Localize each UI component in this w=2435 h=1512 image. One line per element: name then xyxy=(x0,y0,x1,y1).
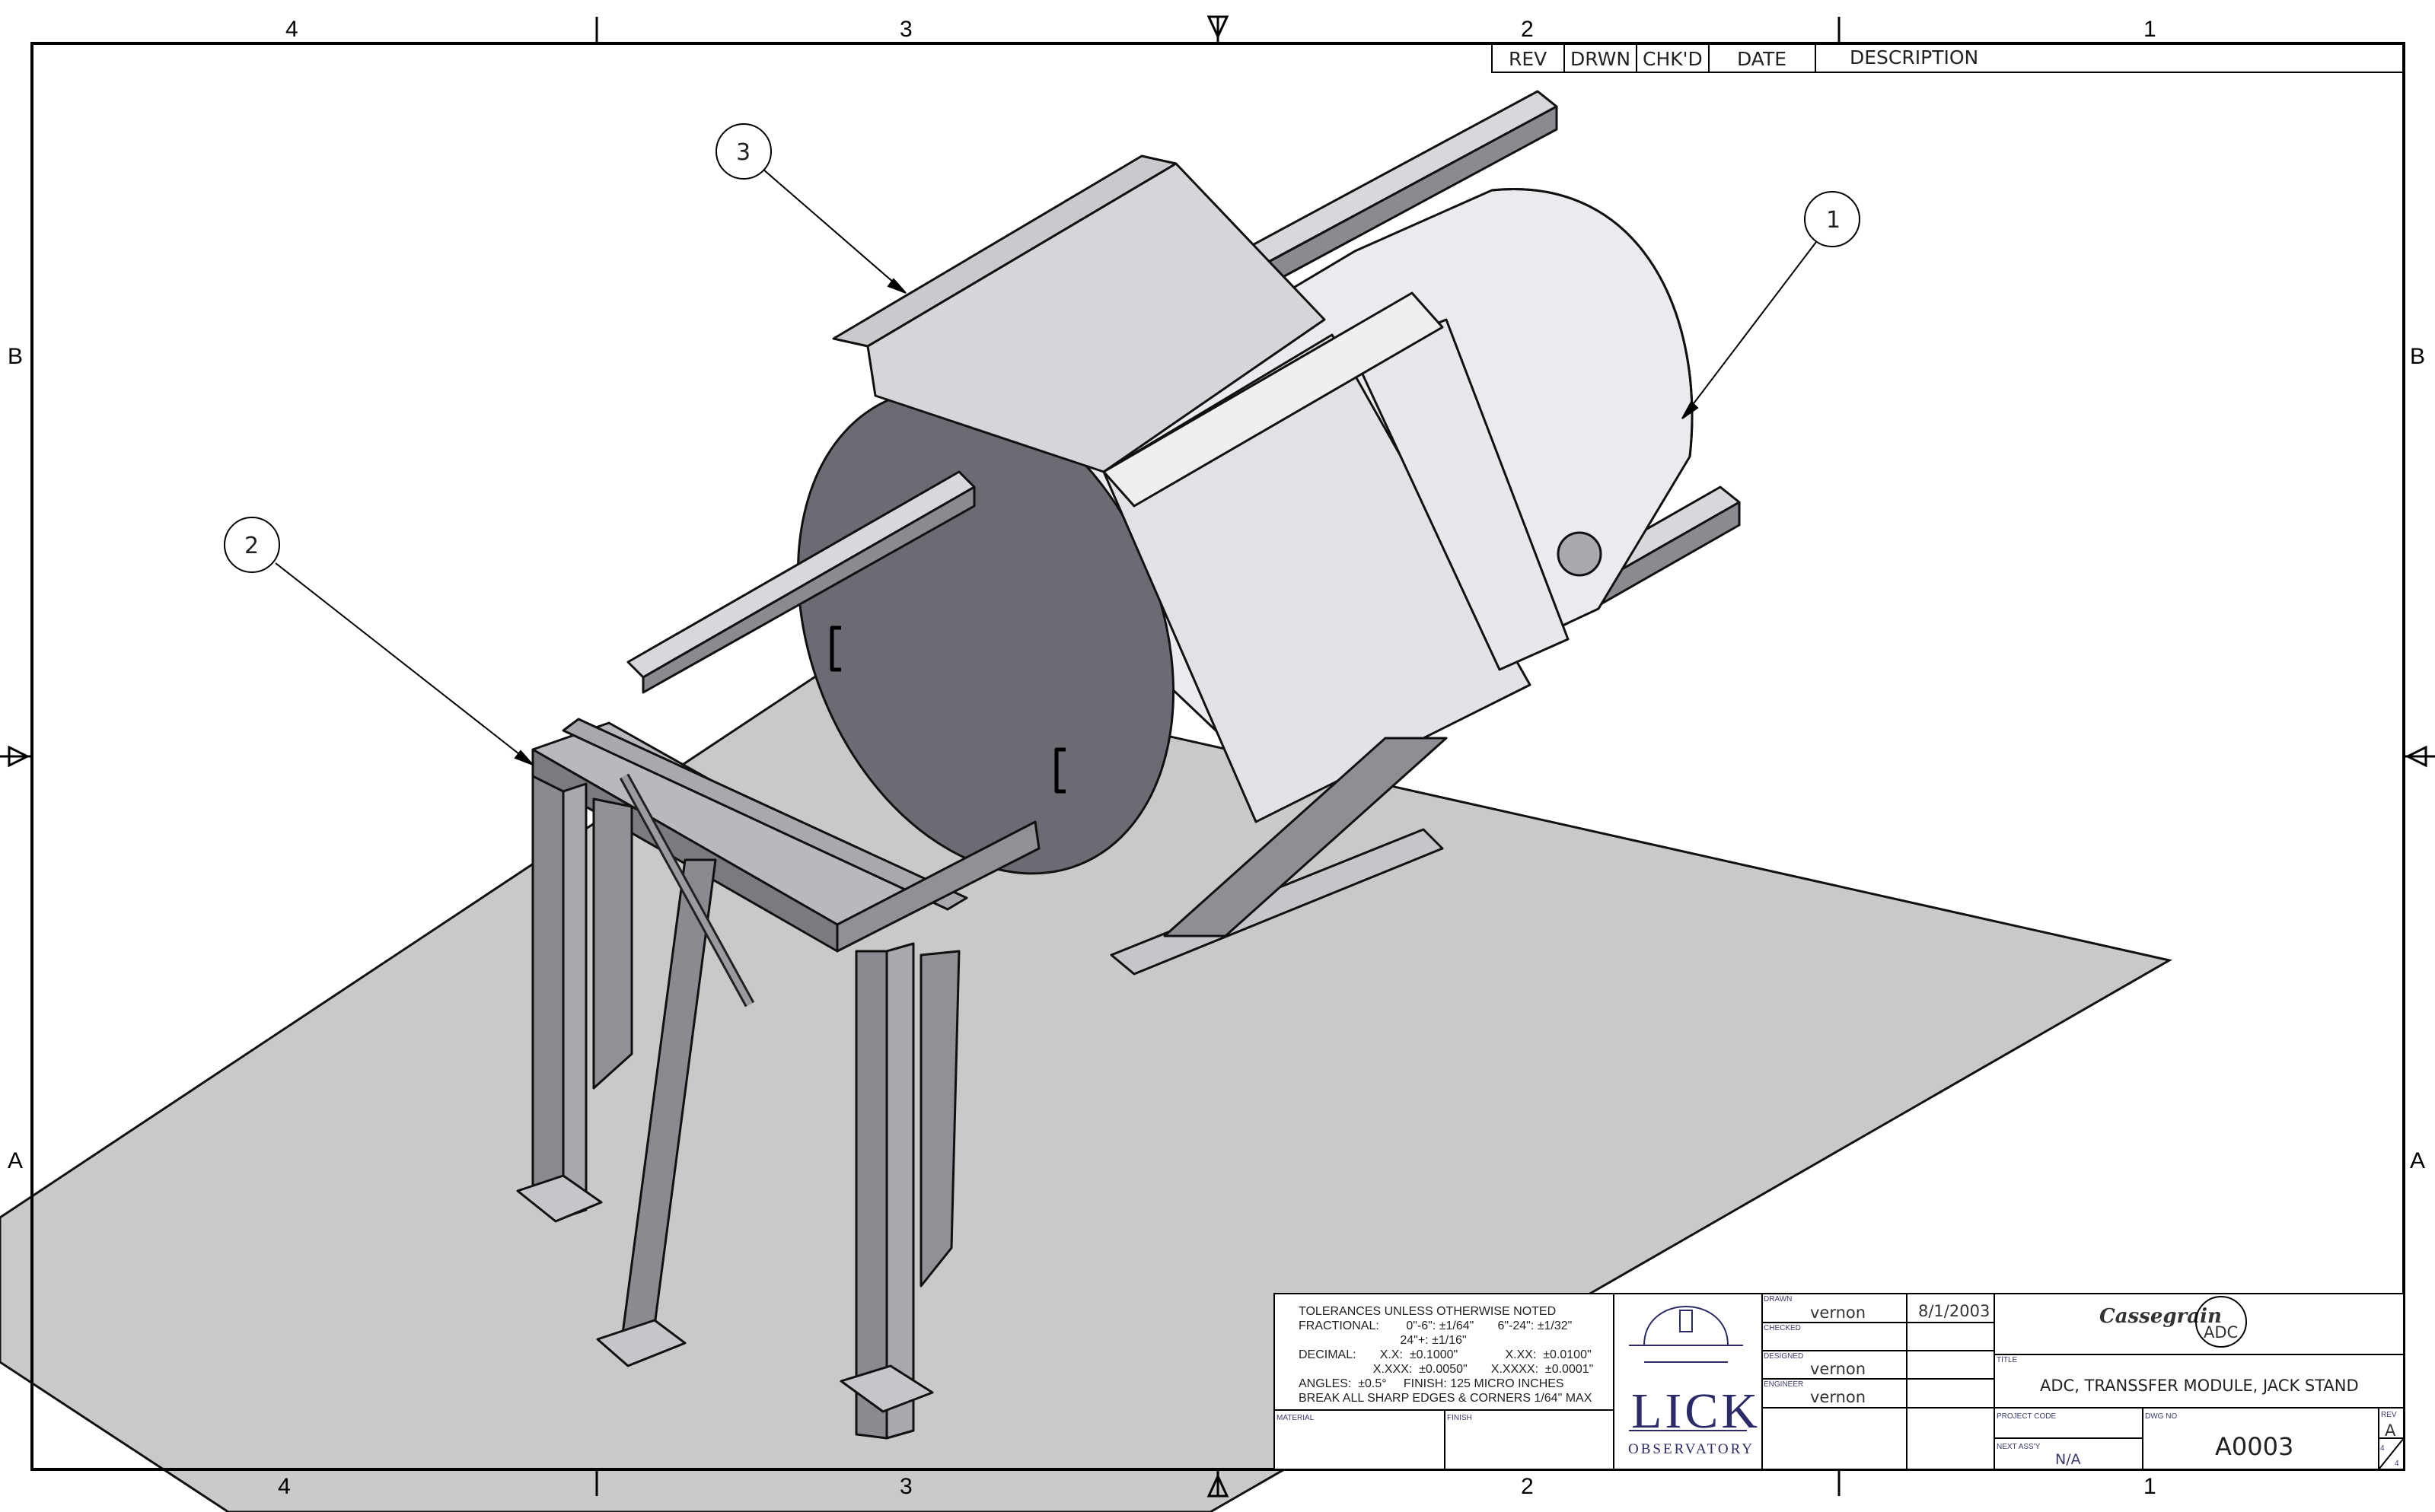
balloon-3-number: 3 xyxy=(736,139,751,166)
zone-top-2: 2 xyxy=(1521,17,1534,42)
material-label: MATERIAL xyxy=(1276,1414,1315,1422)
drawn-by: vernon xyxy=(1810,1304,1866,1322)
foot-plate xyxy=(516,1174,603,1223)
balloon-2 xyxy=(224,517,280,573)
zone-top-3: 3 xyxy=(900,17,913,42)
engineer-name: vernon xyxy=(1810,1388,1866,1406)
zone-top-1: 1 xyxy=(2143,17,2156,42)
zone-ticks xyxy=(0,15,2435,1498)
adjustment-knob xyxy=(1557,531,1602,577)
balloon-1 xyxy=(1804,191,1860,247)
project-code-label: PROJECT CODE xyxy=(1997,1412,2056,1421)
rev-header-rev: REV xyxy=(1509,48,1547,70)
lower-support xyxy=(1110,828,1444,976)
next-assy-label: NEXT ASS'Y xyxy=(1997,1443,2041,1451)
tolerance-line-1: TOLERANCES UNLESS OTHERWISE NOTED xyxy=(1299,1305,1556,1318)
drawn-date: 8/1/2003 xyxy=(1918,1302,1990,1320)
zone-bottom-2: 2 xyxy=(1521,1474,1534,1499)
zone-left-b: B xyxy=(8,344,23,369)
dwg-no-label: DWG NO xyxy=(2145,1412,2177,1421)
designed-label: DESIGNED xyxy=(1764,1352,1803,1361)
logo-subtext: OBSERVATORY xyxy=(1628,1441,1755,1457)
balloon-3 xyxy=(716,123,772,180)
title-block-lines xyxy=(1274,1294,2405,1470)
drawn-label: DRAWN xyxy=(1764,1295,1792,1304)
balloon-1-number: 1 xyxy=(1826,207,1841,234)
rev-header-chkd: CHK'D xyxy=(1643,48,1703,70)
zone-top-4: 4 xyxy=(285,17,298,42)
front-crossmember xyxy=(1102,291,1444,508)
next-assy-value: N/A xyxy=(2055,1451,2081,1468)
zone-right-b: B xyxy=(2410,344,2425,369)
rev-header-description: DESCRIPTION xyxy=(1850,46,1978,68)
stand-leg-front-left xyxy=(531,775,565,1219)
tolerance-line-3: 24"+: ±1/16" xyxy=(1299,1334,1467,1347)
assembly-illustration xyxy=(516,90,1741,1440)
rev-value: A xyxy=(2385,1421,2396,1440)
finish-label: FINISH xyxy=(1447,1414,1472,1422)
stand-leg-front-right xyxy=(855,950,888,1440)
sheet-total: 4 xyxy=(2395,1459,2399,1468)
project-badge-circle xyxy=(2195,1296,2247,1348)
checked-label: CHECKED xyxy=(1764,1324,1801,1332)
engineer-label: ENGINEER xyxy=(1764,1380,1803,1389)
rev-label: REV xyxy=(2381,1411,2397,1419)
tolerance-line-6: ANGLES: ±0.5° FINISH: 125 MICRO INCHES xyxy=(1299,1377,1564,1390)
zone-bottom-4: 4 xyxy=(278,1474,291,1499)
tolerance-line-7: BREAK ALL SHARP EDGES & CORNERS 1/64" MA… xyxy=(1299,1392,1592,1405)
rev-header-drwn: DRWN xyxy=(1570,48,1630,70)
zone-bottom-3: 3 xyxy=(900,1474,913,1499)
logo-text: LICK xyxy=(1631,1383,1761,1439)
observatory-logo xyxy=(1629,1306,1747,1431)
revision-table xyxy=(1491,43,2405,73)
rev-header-date: DATE xyxy=(1737,48,1786,70)
drawing-title: ADC, TRANSSFER MODULE, JACK STAND xyxy=(2040,1377,2359,1395)
tolerance-line-2: FRACTIONAL: 0"-6": ±1/64" 6"-24": ±1/32" xyxy=(1299,1319,1572,1332)
project-badge: ADC xyxy=(2204,1323,2238,1342)
sheet-number: 4 xyxy=(2380,1444,2385,1453)
project-name: Cassegrain xyxy=(2099,1305,2222,1328)
drawing-number: A0003 xyxy=(2215,1432,2293,1461)
tolerance-line-5: X.XXX: ±0.0050" X.XXXX: ±0.0001" xyxy=(1299,1363,1593,1376)
zone-bottom-1: 1 xyxy=(2143,1474,2156,1499)
leader-lines xyxy=(275,168,1817,766)
title-label: TITLE xyxy=(1997,1356,2018,1364)
balloon-2-number: 2 xyxy=(244,533,259,559)
zone-left-a: A xyxy=(8,1148,23,1173)
zone-right-a: A xyxy=(2410,1148,2425,1173)
designed-by: vernon xyxy=(1810,1360,1866,1378)
tolerance-line-4: DECIMAL: X.X: ±0.1000" X.XX: ±0.0100" xyxy=(1299,1348,1592,1361)
